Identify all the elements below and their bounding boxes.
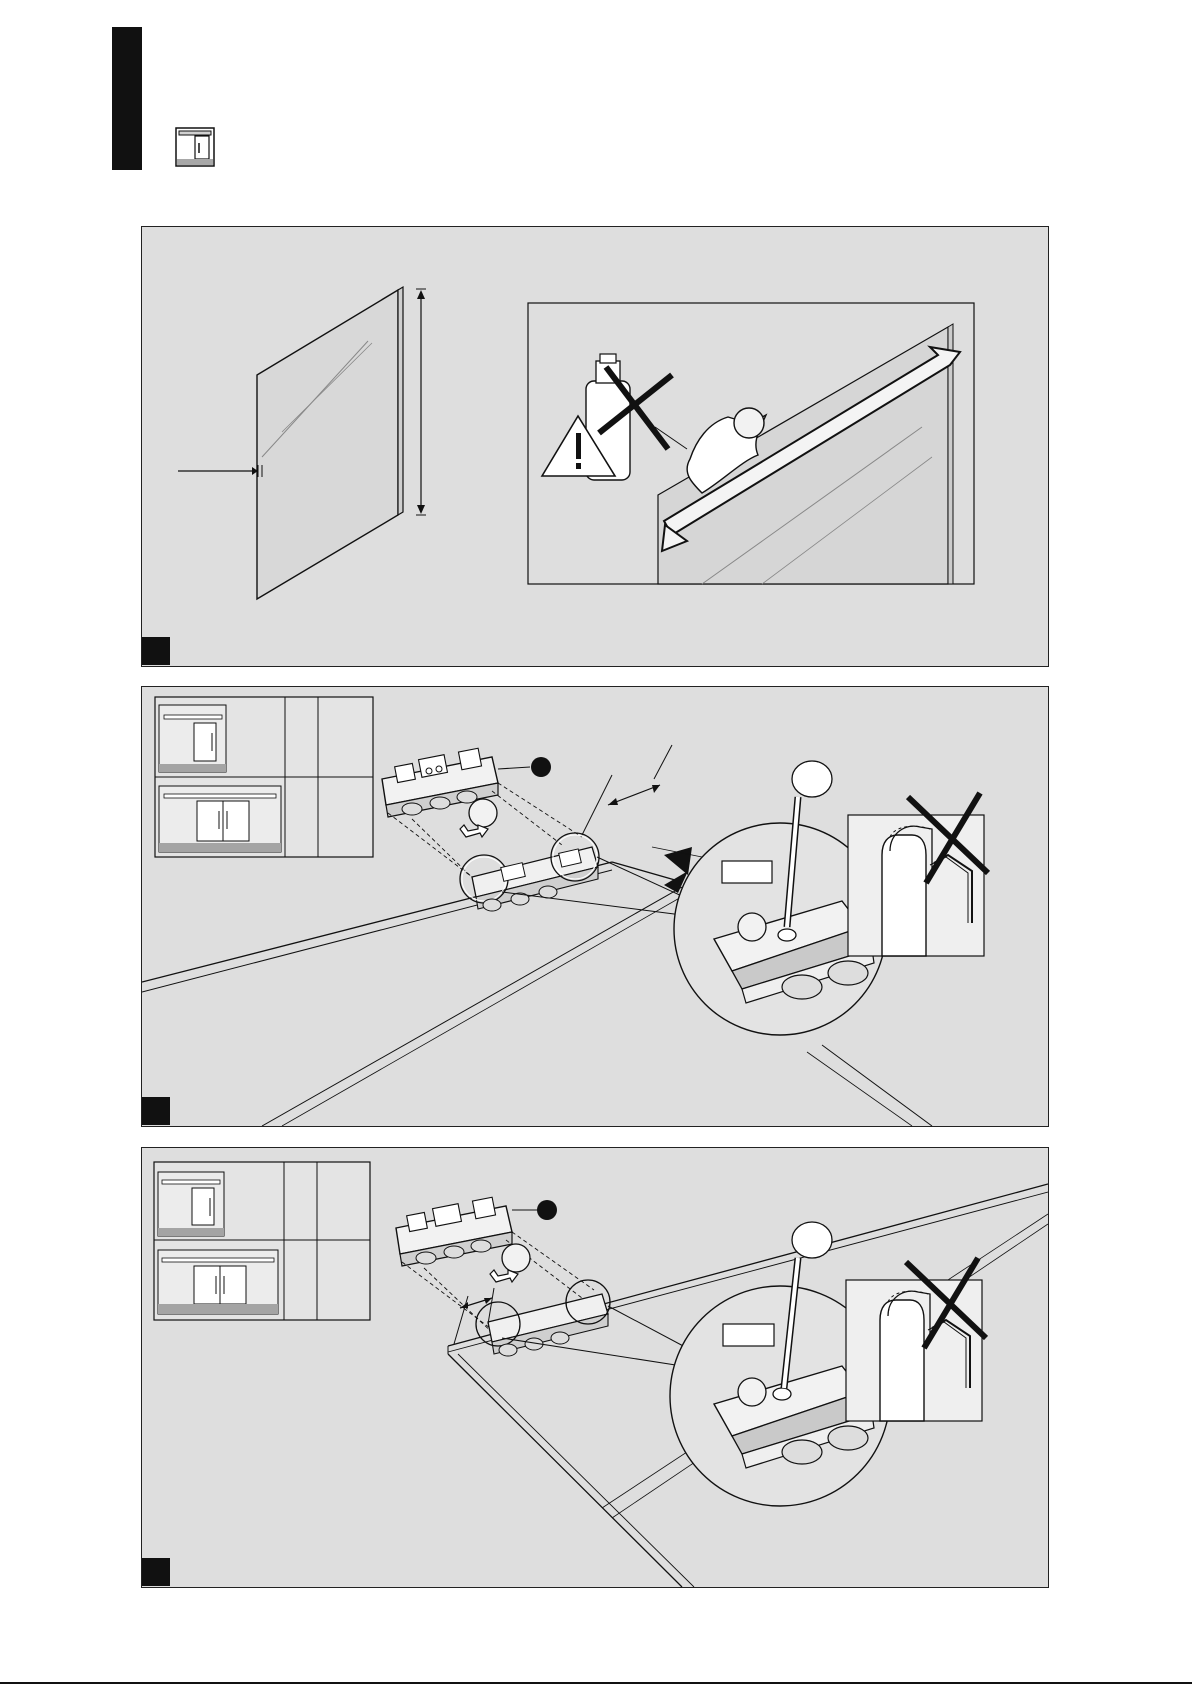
- value-label-box: [723, 1324, 774, 1346]
- zoom-leader: [608, 1306, 687, 1348]
- zoom-leader: [502, 892, 682, 915]
- direction-arrow: [490, 1244, 530, 1282]
- panel-glass-preparation: [141, 226, 1049, 667]
- step-marker: [142, 637, 170, 665]
- carriage-fitting: [396, 1197, 557, 1266]
- step-marker: [142, 1558, 170, 1586]
- double-door-icon: [159, 786, 281, 852]
- single-door-icon: [158, 1172, 224, 1236]
- thickness-arrow: [178, 465, 262, 477]
- mounted-carriage: [460, 833, 599, 911]
- single-door-icon: [159, 705, 226, 772]
- panel-carriage-mount-a: [141, 686, 1049, 1127]
- edge-distance-dimension: [582, 745, 672, 835]
- double-door-icon: [158, 1250, 278, 1314]
- direction-arrow: [460, 799, 497, 837]
- carriage-mount-illustration-b: [142, 1148, 1048, 1587]
- zoom-leader: [597, 857, 684, 897]
- section-marker-bar: [112, 27, 142, 170]
- panel-carriage-mount-b: [141, 1147, 1049, 1588]
- sliding-door-single-icon: [175, 127, 215, 167]
- hex-key-wrong-icon: [846, 1258, 986, 1421]
- hex-key-wrong-icon: [848, 793, 988, 956]
- page-footer-rule: [0, 1682, 1192, 1684]
- carriage-mount-illustration-a: [142, 687, 1048, 1126]
- glass-preparation-illustration: [142, 227, 1048, 666]
- door-type-table: [154, 1162, 370, 1320]
- carriage-fitting: [382, 748, 551, 817]
- height-dimension: [416, 289, 426, 515]
- step-marker: [142, 1097, 170, 1125]
- door-type-table: [155, 697, 373, 857]
- zoom-leader: [502, 1338, 682, 1366]
- value-label-box: [722, 861, 772, 883]
- glass-pane: [257, 287, 403, 599]
